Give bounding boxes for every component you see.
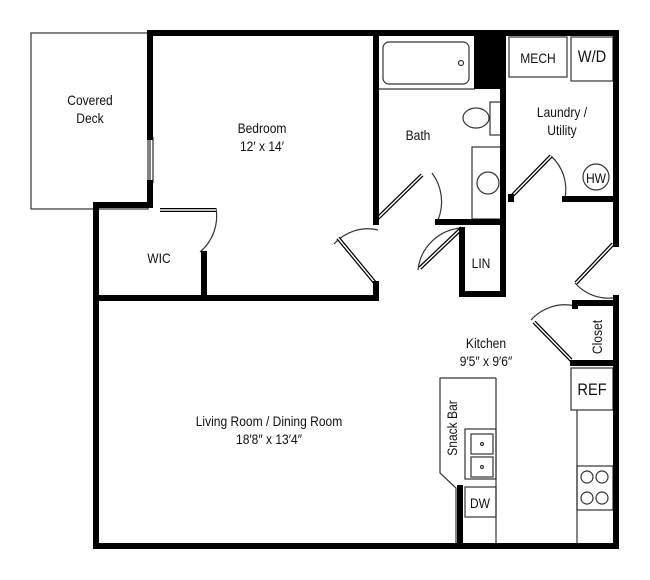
wic-label: WIC xyxy=(147,250,171,266)
water-heater xyxy=(582,163,610,191)
snack-bar-outline xyxy=(439,377,496,545)
walls xyxy=(93,30,619,549)
closet-label: Closet xyxy=(589,319,605,355)
bath-sink xyxy=(476,171,500,195)
bathtub xyxy=(382,41,470,85)
mech-label: MECH xyxy=(520,50,556,66)
toilet xyxy=(462,107,490,129)
laundry-label: Laundry /Utility xyxy=(536,104,588,138)
mech-box xyxy=(508,36,568,78)
lin-label: LIN xyxy=(471,255,491,271)
dishwasher-box xyxy=(464,486,497,518)
chase-block xyxy=(474,33,504,89)
bath-label: Bath xyxy=(405,127,431,143)
hw-label: HW xyxy=(585,170,607,186)
ref-label: REF xyxy=(577,380,607,399)
snack-bar-label: Snack Bar xyxy=(444,400,460,456)
wd-label: W/D xyxy=(577,47,607,66)
dw-label: DW xyxy=(469,495,491,511)
